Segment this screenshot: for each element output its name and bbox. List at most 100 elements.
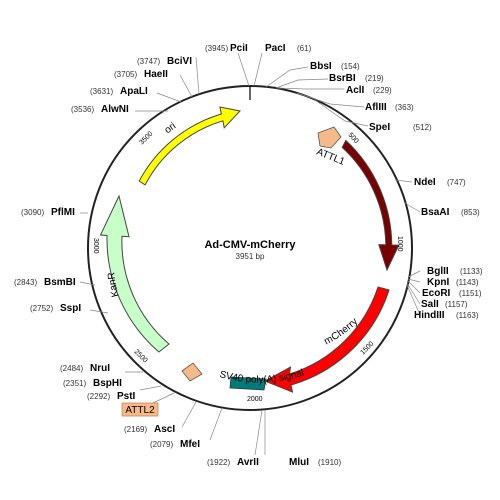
svg-text:ori: ori [163,121,178,136]
site-hindiii-pos: (1163) [456,311,479,320]
site-sali-name: SalI [421,299,439,310]
attl2-label: ATTL2 [125,405,155,416]
site-hindiii: HindIII (1163) [414,310,479,321]
site-ecori: EcoRI (1151) [422,288,482,299]
tick-3000: 3000 [92,238,99,254]
leader-spei [314,99,369,127]
site-bsrbi-pos: (219) [365,74,384,83]
site-bbsi-pos: (154) [341,62,360,71]
site-afliii: AflIII (363) [365,102,414,113]
tick-1000: 1000 [396,236,403,252]
site-pflmi: (3090) PflMI [21,207,75,218]
site-bsrbi-name: BsrBI [329,73,356,84]
site-asci-pos: (2169) [124,425,147,434]
leader-mfei [209,407,223,441]
leader-kpni [407,278,421,283]
site-bglii-pos: (1133) [460,267,483,276]
plasmid-length: 3951 bp [236,252,265,261]
tick-2000: 2000 [247,396,263,403]
attl2-label-box [121,402,159,417]
site-acli-pos: (229) [373,86,392,95]
site-spei: SpeI (512) [369,122,432,133]
site-bsphi-pos: (2351) [63,379,86,388]
site-leaders [79,52,421,456]
leader-bcivi [195,56,200,95]
leader-sspi [89,309,109,314]
feature-cmv-promoter: CMV Promoter [341,139,402,272]
site-kpni-pos: (1143) [456,278,479,287]
leader-bsmbi [79,281,96,286]
site-acli-name: AclI [346,85,365,96]
site-haeii-pos: (3705) [114,70,137,79]
leader-hindiii [406,284,421,316]
site-ecori-name: EcoRI [422,288,451,299]
site-hindiii-name: HindIII [414,310,445,321]
attl1-label: ATTL1 [315,147,347,168]
site-bcivi-name: BciVI [167,56,192,67]
site-apali: (3631) ApaLI [90,86,148,97]
leader-ndei [394,179,413,183]
leader-psti [152,392,175,404]
leader-ecori [407,280,421,294]
site-mfei-name: MfeI [180,439,200,450]
site-ecori-pos: (1151) [459,289,482,298]
site-bbsi-name: BbsI [310,61,332,72]
site-asci: (2169) AscI [124,424,175,435]
site-spei-name: SpeI [369,122,390,133]
feature-attl2: ATTL2 [121,362,203,417]
site-sali-pos: (1157) [445,300,468,309]
ori-label: ori [163,121,178,136]
leader-bsaai [404,202,421,213]
leader-bglii [407,270,421,278]
site-pcii: (3945) PciI [205,43,248,54]
site-haeii-name: HaeII [144,69,168,80]
leader-paci [253,52,263,87]
svg-text:KanR: KanR [106,272,121,299]
site-alwni: (3536) AlwNI [71,104,129,115]
site-haeii: (3705) HaeII [114,69,168,80]
attl2-arrow [181,362,203,382]
leader-apali [156,92,182,103]
site-paci-name: PacI [265,43,286,54]
site-psti: (2292) PstI [87,391,136,402]
sv40-polya-box [229,376,267,391]
leader-bsphi [139,385,162,391]
site-asci-name: AscI [154,424,175,435]
leader-avrii [254,409,263,456]
plasmid-name: Ad-CMV-mCherry [204,239,296,251]
site-sspi-name: SspI [60,303,81,314]
site-mlui: MluI (1910) [289,457,341,468]
site-bsmbi-name: BsmBI [44,277,76,288]
leader-bsrbi [275,78,329,89]
site-pflmi-name: PflMI [51,207,75,218]
site-bglii: BglII (1133) [427,266,483,277]
site-psti-name: PstI [117,391,136,402]
site-sali: SalI (1157) [421,299,468,310]
site-avrii: (1922) AvrII [207,457,259,468]
site-bsaai-pos: (853) [461,208,480,217]
site-mfei-pos: (2079) [150,440,173,449]
feature-sv40-polya: SV40 poly(A) signal [218,368,305,391]
ori-arrow [138,106,241,186]
leader-sali [406,282,421,305]
site-bcivi-pos: (3747) [137,57,160,66]
leader-pcii [237,52,250,87]
site-pflmi-pos: (3090) [21,208,44,217]
site-apali-name: ApaLI [120,86,148,97]
site-afliii-pos: (363) [395,103,414,112]
site-ndei-pos: (747) [447,178,466,187]
tick-3500: 3500 [138,130,154,146]
leader-acli [276,87,344,90]
site-sspi: (2752) SspI [30,303,81,314]
site-nrui-pos: (2484) [60,364,83,373]
site-mlui-name: MluI [289,457,309,468]
site-bglii-name: BglII [427,266,449,277]
leader-bbsi [265,66,309,88]
site-bsaai-name: BsaAI [421,207,450,218]
leader-afliii [296,92,365,108]
site-afliii-name: AflIII [365,102,387,113]
site-apali-pos: (3631) [90,87,113,96]
site-nrui-name: NruI [90,363,110,374]
site-paci: PacI (61) [265,43,312,54]
